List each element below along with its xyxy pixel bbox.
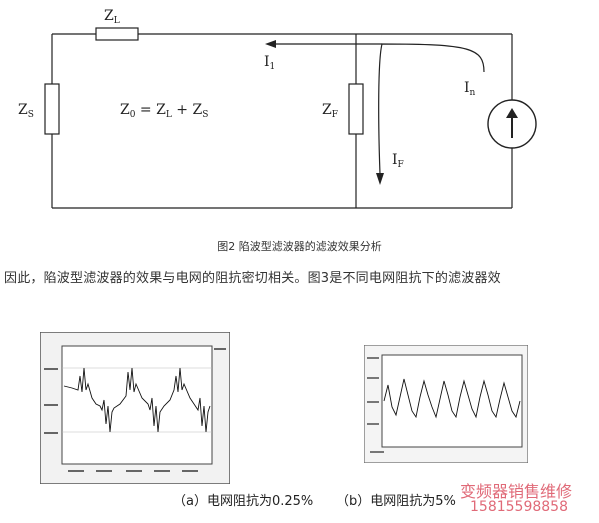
- if-label: IF: [392, 152, 404, 170]
- z0-equation: Z0 = ZL + ZS: [120, 102, 208, 120]
- waveform-image-b: [364, 345, 528, 463]
- waveform-b-trace: [383, 378, 521, 419]
- zf-resistor: [348, 83, 364, 135]
- zs-label: ZS: [18, 102, 34, 120]
- circuit-wires: [51, 33, 513, 209]
- waveform-a-trace: [63, 367, 211, 433]
- subcaption-a: （a）电网阻抗为0.25%: [173, 494, 314, 509]
- waveform-image-a: [40, 332, 230, 484]
- watermark-line1: 变频器销售维修: [460, 482, 573, 501]
- i1-label: I1: [264, 54, 275, 72]
- zl-resistor: [95, 27, 139, 41]
- current-source-icon: [487, 99, 537, 149]
- in-label: In: [464, 80, 476, 98]
- i1-arrow-icon: [265, 40, 382, 48]
- circuit-diagram: ZL ZS ZF Z0 = ZL + ZS I1 In IF: [18, 8, 537, 209]
- zf-label: ZF: [322, 102, 338, 120]
- in-if-curved-arrow-icon: [376, 43, 485, 185]
- zl-label: ZL: [104, 8, 120, 26]
- watermark-line2: 15815598858: [470, 499, 568, 515]
- figure-caption: 图2 陷波型滤波器的滤波效果分析: [217, 240, 382, 253]
- subcaption-b: （b）电网阻抗为5%: [336, 494, 456, 509]
- body-text: 因此，陷波型滤波器的效果与电网的阻抗密切相关。图3是不同电网阻抗下的滤波器效: [4, 271, 501, 286]
- zs-resistor: [44, 83, 60, 135]
